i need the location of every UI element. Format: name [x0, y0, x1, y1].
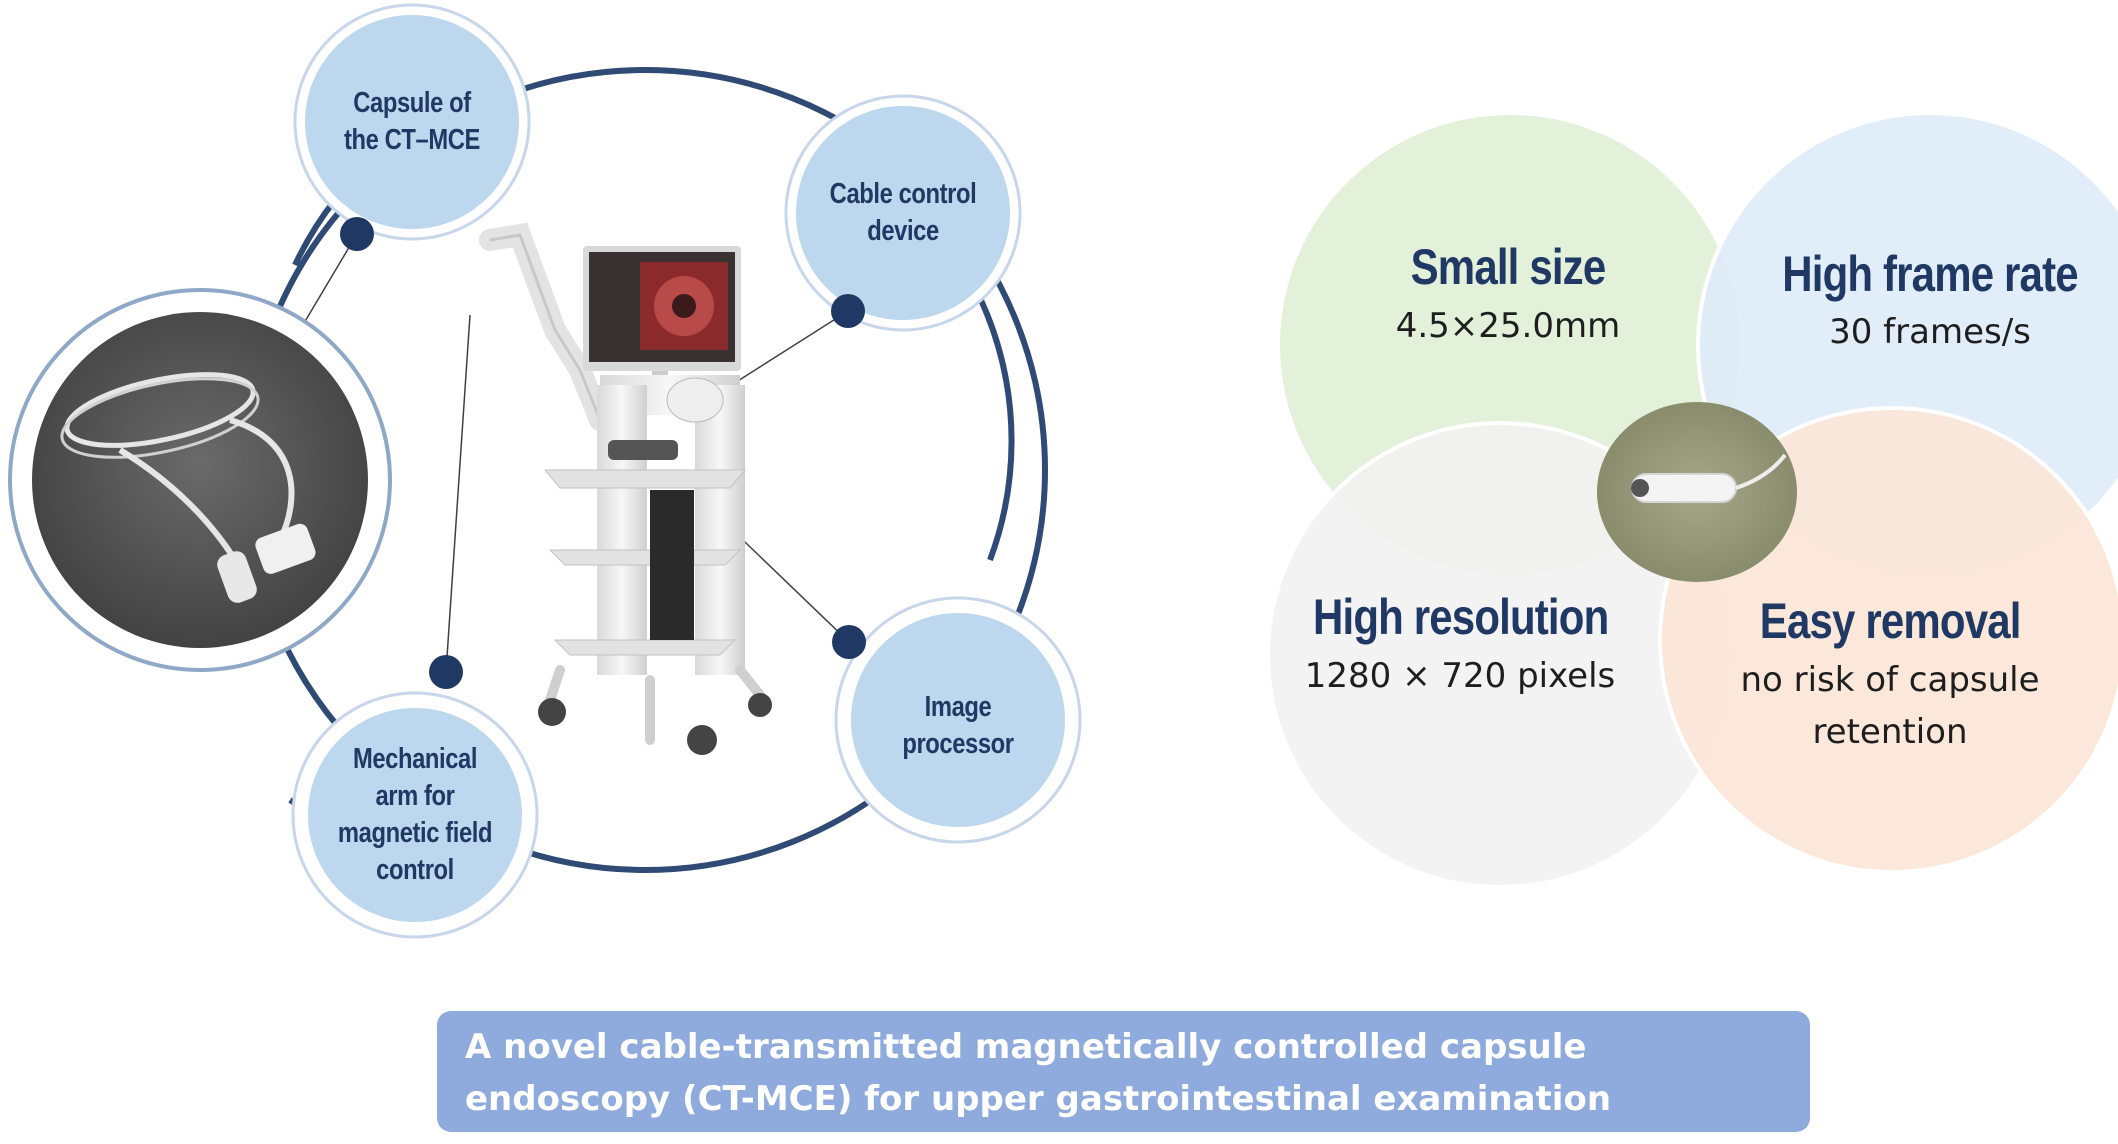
label-capsule: Capsule of the CT–MCE	[344, 87, 480, 156]
label-image-processor: Image processor	[902, 691, 1014, 760]
connector-dot	[429, 655, 463, 689]
bubble-image-processor	[832, 596, 1082, 844]
system-overview	[8, 3, 1082, 939]
connector-dot	[831, 294, 865, 328]
connector-dot	[832, 625, 866, 659]
capsule-photo	[1597, 402, 1797, 582]
bubble-cable-control	[784, 94, 1022, 332]
caption-text: A novel cable-transmitted magnetically c…	[465, 1027, 1612, 1119]
feature-title-small-size: Small size	[1410, 239, 1607, 295]
feature-value-removal: no risk of capsule retention	[1740, 660, 2040, 752]
feature-venn	[1266, 111, 2118, 889]
feature-value-resolution: 1280 × 720 pixels	[1304, 656, 1616, 696]
bubble-capsule	[293, 3, 531, 251]
feature-title-removal: Easy removal	[1759, 593, 2022, 649]
feature-value-small-size: 4.5×25.0mm	[1395, 306, 1621, 346]
connector-mechanical-arm	[445, 314, 471, 673]
label-mechanical-arm: Mechanical arm for magnetic field contro…	[337, 743, 493, 886]
connector-dot	[340, 217, 374, 251]
caption-box: A novel cable-transmitted magnetically c…	[437, 1011, 1810, 1132]
bubble-mechanical-arm	[291, 655, 539, 939]
feature-title-resolution: High resolution	[1313, 589, 1609, 645]
feature-title-frame-rate: High frame rate	[1782, 246, 2078, 302]
endoscopy-cart-photo	[479, 222, 772, 755]
label-cable-control: Cable control device	[829, 178, 977, 247]
feature-value-frame-rate: 30 frames/s	[1829, 312, 2031, 352]
capsule-cable-photo	[8, 288, 392, 672]
